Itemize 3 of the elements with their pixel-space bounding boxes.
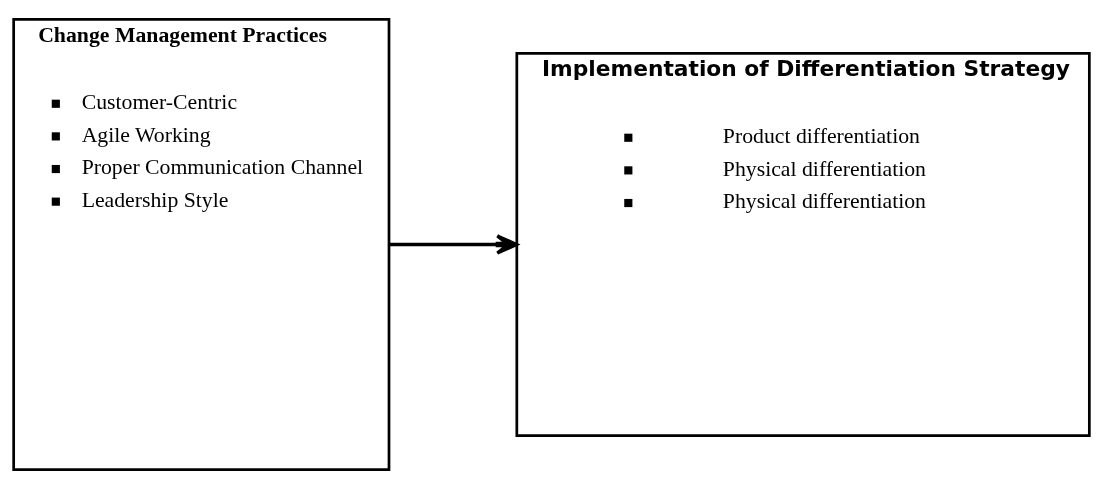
node-box: Change Management Practices Customer-Centric Agile Working Proper Communication Channel Leadership Style bbox=[12, 17, 391, 471]
arrow bbox=[389, 233, 519, 255]
node-box: Implementation of Differentiation Strategy Product differentiation Physical differentiation Physical differentiation bbox=[515, 51, 1091, 437]
